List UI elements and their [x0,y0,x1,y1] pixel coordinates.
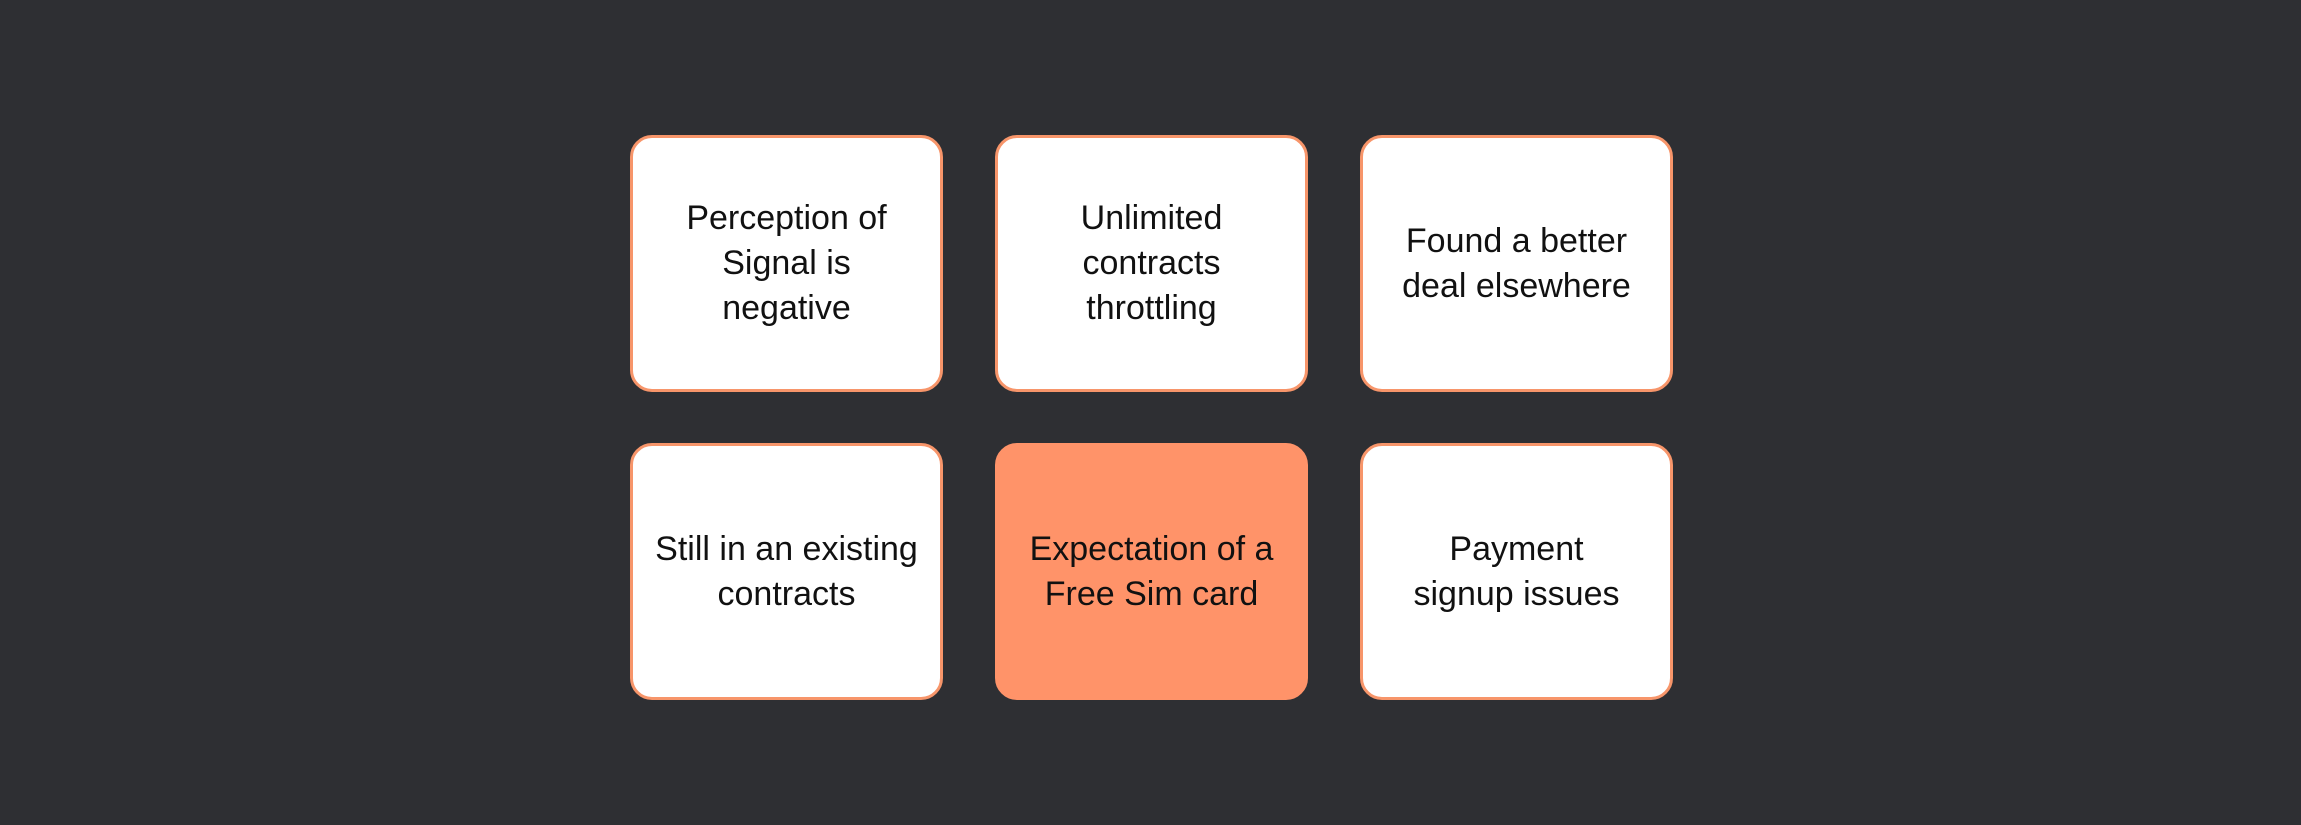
card-found-better-deal: Found a better deal elsewhere [1360,135,1673,392]
card-label: Still in an existing contracts [655,529,918,613]
card-perception-of-signal: Perception of Signal is negative [630,135,943,392]
card-payment-signup-issues: Payment signup issues [1360,443,1673,700]
card-label: Expectation of a Free Sim card [1029,529,1274,613]
card-free-sim-expectation: Expectation of a Free Sim card [995,443,1308,700]
card-label: Payment signup issues [1413,529,1620,613]
card-label: Unlimited contracts throttling [1080,199,1223,327]
reason-card-grid: Perception of Signal is negative Unlimit… [630,135,1673,700]
card-label: Found a better deal elsewhere [1402,221,1631,305]
card-unlimited-contracts-throttling: Unlimited contracts throttling [995,135,1308,392]
card-existing-contracts: Still in an existing contracts [630,443,943,700]
card-label: Perception of Signal is negative [686,199,887,327]
